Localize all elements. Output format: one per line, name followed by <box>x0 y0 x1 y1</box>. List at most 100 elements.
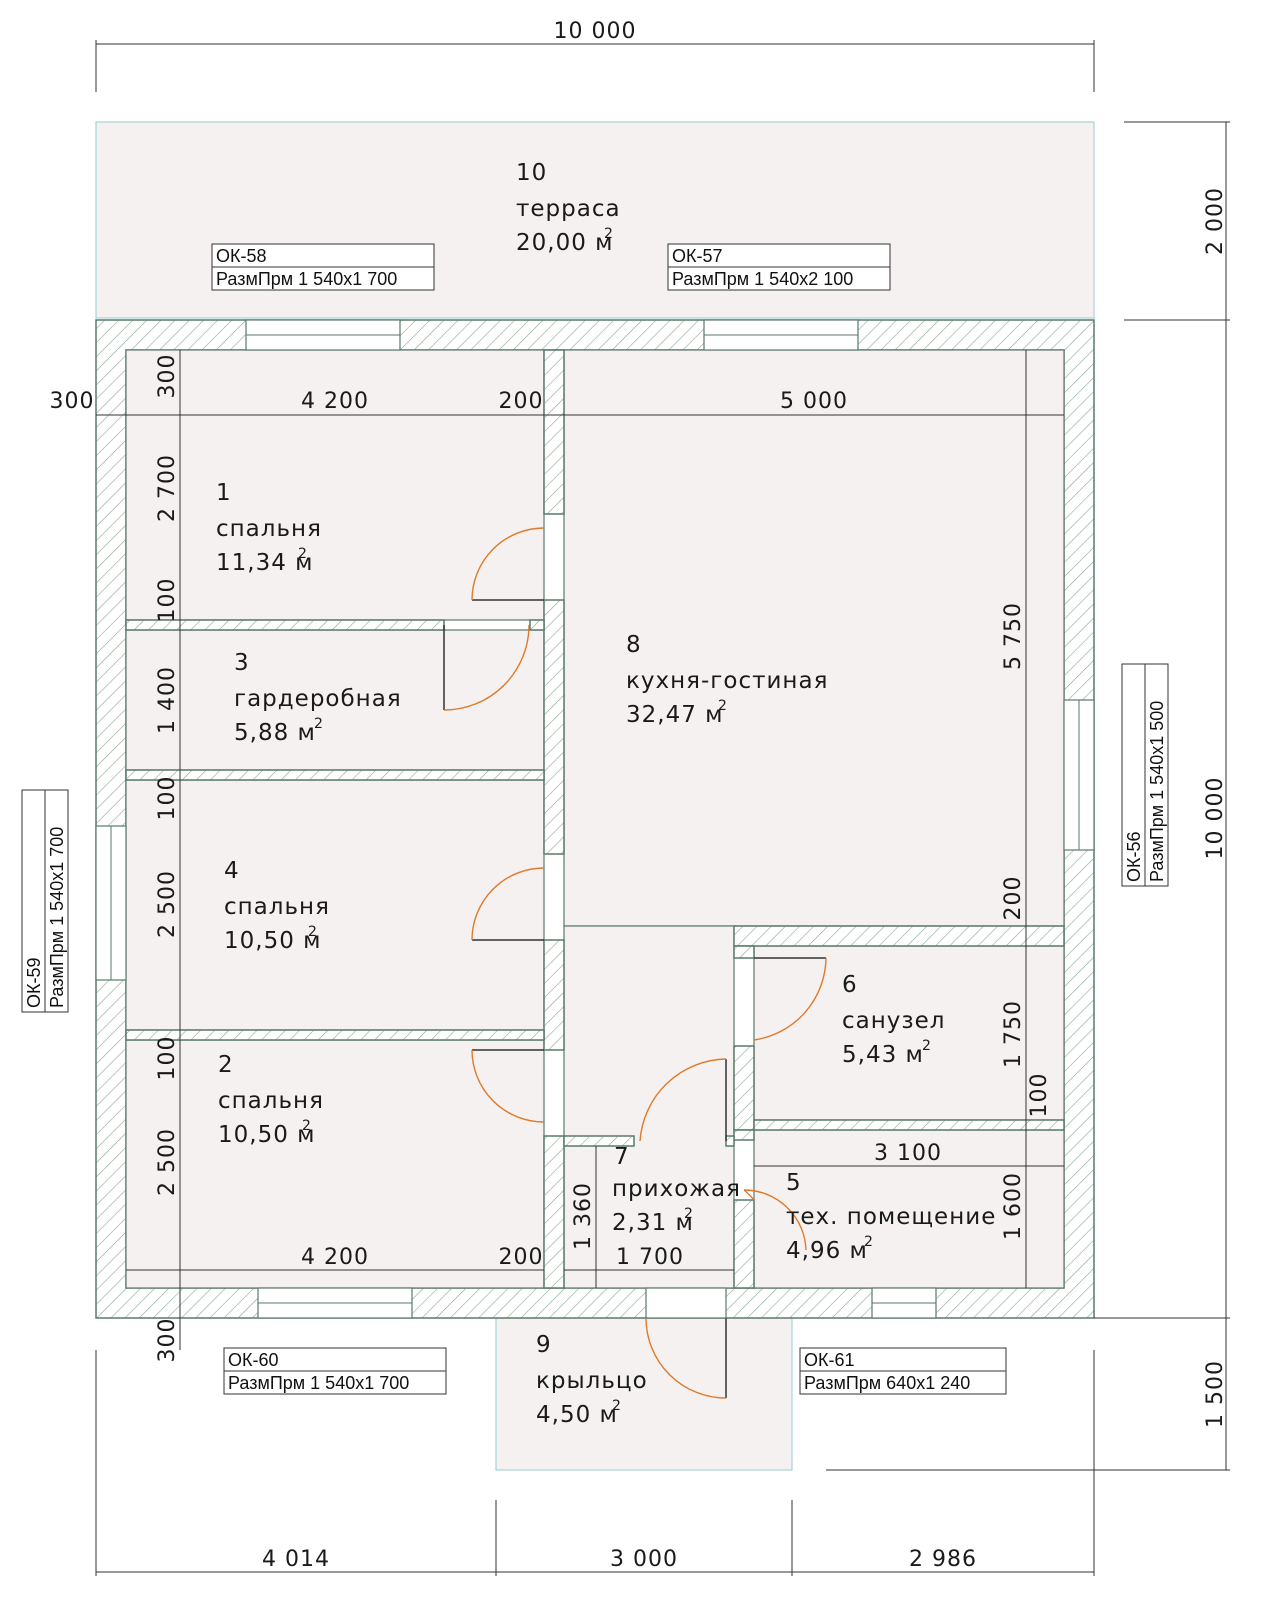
dim-tech-3100: 3 100 <box>874 1141 942 1166</box>
svg-text:10: 10 <box>516 160 547 186</box>
svg-text:2: 2 <box>718 698 727 714</box>
dim-right-1750: 1 750 <box>1001 1000 1026 1068</box>
svg-text:2: 2 <box>314 716 323 732</box>
dim-left-100-c: 100 <box>155 1036 180 1081</box>
dim-wall-300-top: 300 <box>50 389 95 414</box>
room-floors <box>125 349 1065 1289</box>
dim-right-200: 200 <box>1001 876 1026 921</box>
dim-top-4200: 4 200 <box>301 389 369 414</box>
room-9-label: 9 крыльцо 4,50 м 2 <box>536 1332 648 1428</box>
svg-text:10,50 м: 10,50 м <box>218 1122 316 1148</box>
room-10-label: 10 терраса 20,00 м 2 <box>516 160 621 256</box>
svg-text:9: 9 <box>536 1332 552 1358</box>
svg-text:1: 1 <box>216 480 232 506</box>
porch-area <box>495 1315 793 1471</box>
window-openings <box>95 319 1095 1319</box>
svg-text:10,50 м: 10,50 м <box>224 928 322 954</box>
svg-text:6: 6 <box>842 972 858 998</box>
dim-overall-width: 10 000 <box>554 19 637 44</box>
dim-top-5000: 5 000 <box>780 389 848 414</box>
svg-text:тех. помещение: тех. помещение <box>786 1204 996 1230</box>
svg-text:5,43 м: 5,43 м <box>842 1042 924 1068</box>
svg-text:РазмПрм 1 540x1 500: РазмПрм 1 540x1 500 <box>1147 701 1167 882</box>
dim-left-300: 300 <box>155 354 180 399</box>
room-2-label: 2 спальня 10,50 м 2 <box>218 1052 324 1148</box>
svg-text:2: 2 <box>612 1398 621 1414</box>
dim-bottom-200: 200 <box>499 1245 544 1270</box>
dim-right-1600: 1 600 <box>1001 1172 1026 1240</box>
svg-text:2: 2 <box>922 1038 931 1054</box>
svg-text:спальня: спальня <box>216 516 322 542</box>
svg-text:РазмПрм 1 540x1 700: РазмПрм 1 540x1 700 <box>216 269 397 289</box>
room-4-label: 4 спальня 10,50 м 2 <box>224 858 330 954</box>
room-6-label: 6 санузел 5,43 м 2 <box>842 972 945 1068</box>
room-5-label: 5 тех. помещение 4,96 м 2 <box>786 1170 996 1264</box>
svg-text:санузел: санузел <box>842 1008 945 1034</box>
svg-text:2: 2 <box>298 546 307 562</box>
window-tag-ok61: ОК-61 РазмПрм 640x1 240 <box>799 1347 1007 1395</box>
dim-bottom-4200: 4 200 <box>301 1245 369 1270</box>
dim-left-2500-a: 2 500 <box>155 870 180 938</box>
svg-text:5: 5 <box>786 1170 802 1196</box>
svg-text:гардеробная: гардеробная <box>234 686 402 712</box>
dim-wall-300-bottom: 300 <box>155 1318 180 1363</box>
dim-left-100-b: 100 <box>155 776 180 821</box>
dim-terrace-depth: 2 000 <box>1203 187 1228 255</box>
dim-bottom-1: 4 014 <box>262 1547 330 1572</box>
interior-walls <box>125 349 1065 1289</box>
dim-left-100-a: 100 <box>155 578 180 623</box>
svg-text:кухня-гостиная: кухня-гостиная <box>626 668 828 694</box>
svg-text:спальня: спальня <box>218 1088 324 1114</box>
svg-text:2: 2 <box>302 1118 311 1134</box>
dim-right-5750: 5 750 <box>1001 602 1026 670</box>
room-7-label: 7 прихожая 2,31 м 2 <box>612 1144 740 1236</box>
svg-text:крыльцо: крыльцо <box>536 1368 648 1394</box>
svg-text:ОК-60: ОК-60 <box>228 1350 279 1370</box>
svg-text:4: 4 <box>224 858 240 884</box>
window-tag-ok60: ОК-60 РазмПрм 1 540x1 700 <box>223 1347 447 1395</box>
svg-text:2,31 м: 2,31 м <box>612 1210 694 1236</box>
dim-overall-height: 10 000 <box>1203 777 1228 860</box>
svg-text:4,96 м: 4,96 м <box>786 1238 868 1264</box>
dim-left-2700: 2 700 <box>155 454 180 522</box>
svg-text:3: 3 <box>234 650 250 676</box>
svg-text:ОК-56: ОК-56 <box>1124 831 1144 882</box>
svg-text:РазмПрм 640x1 240: РазмПрм 640x1 240 <box>804 1373 970 1393</box>
svg-text:32,47 м: 32,47 м <box>626 702 724 728</box>
svg-text:ОК-59: ОК-59 <box>24 957 44 1008</box>
window-tag-ok59: ОК-59 РазмПрм 1 540x1 700 <box>21 789 69 1013</box>
dim-bottom-3: 2 986 <box>909 1547 977 1572</box>
window-tag-ok56: ОК-56 РазмПрм 1 540x1 500 <box>1121 663 1169 887</box>
svg-text:8: 8 <box>626 632 642 658</box>
dim-hall-1360: 1 360 <box>571 1182 596 1250</box>
svg-text:ОК-58: ОК-58 <box>216 246 267 266</box>
room-1-label: 1 спальня 11,34 м 2 <box>216 480 322 576</box>
door-swings <box>443 527 827 1399</box>
svg-text:спальня: спальня <box>224 894 330 920</box>
svg-text:2: 2 <box>218 1052 234 1078</box>
svg-text:11,34 м: 11,34 м <box>216 550 314 576</box>
window-tags: ОК-58 РазмПрм 1 540x1 700 ОК-57 РазмПрм … <box>21 243 1169 1395</box>
dim-left-2500-b: 2 500 <box>155 1128 180 1196</box>
window-tag-ok58: ОК-58 РазмПрм 1 540x1 700 <box>211 243 435 291</box>
svg-text:ОК-61: ОК-61 <box>804 1350 855 1370</box>
dim-hall-1700: 1 700 <box>616 1245 684 1270</box>
svg-text:7: 7 <box>614 1144 630 1170</box>
room-labels: 1 спальня 11,34 м 2 3 гардеробная 5,88 м… <box>216 160 996 1428</box>
dimension-labels: 10 000 2 000 10 000 1 500 4 014 3 000 2 … <box>50 19 1229 1572</box>
room-3-label: 3 гардеробная 5,88 м 2 <box>234 650 402 746</box>
svg-text:терраса: терраса <box>516 196 621 222</box>
svg-text:2: 2 <box>604 226 613 242</box>
window-tag-ok57: ОК-57 РазмПрм 1 540x2 100 <box>667 243 891 291</box>
svg-text:РазмПрм 1 540x2 100: РазмПрм 1 540x2 100 <box>672 269 853 289</box>
dim-right-100: 100 <box>1027 1073 1052 1118</box>
svg-text:ОК-57: ОК-57 <box>672 246 723 266</box>
dimension-lines <box>95 40 1230 1576</box>
svg-text:2: 2 <box>308 924 317 940</box>
dim-top-200: 200 <box>499 389 544 414</box>
dim-left-1400: 1 400 <box>155 666 180 734</box>
svg-text:5,88 м: 5,88 м <box>234 720 316 746</box>
dim-porch-depth: 1 500 <box>1203 1360 1228 1428</box>
svg-text:2: 2 <box>684 1206 693 1222</box>
